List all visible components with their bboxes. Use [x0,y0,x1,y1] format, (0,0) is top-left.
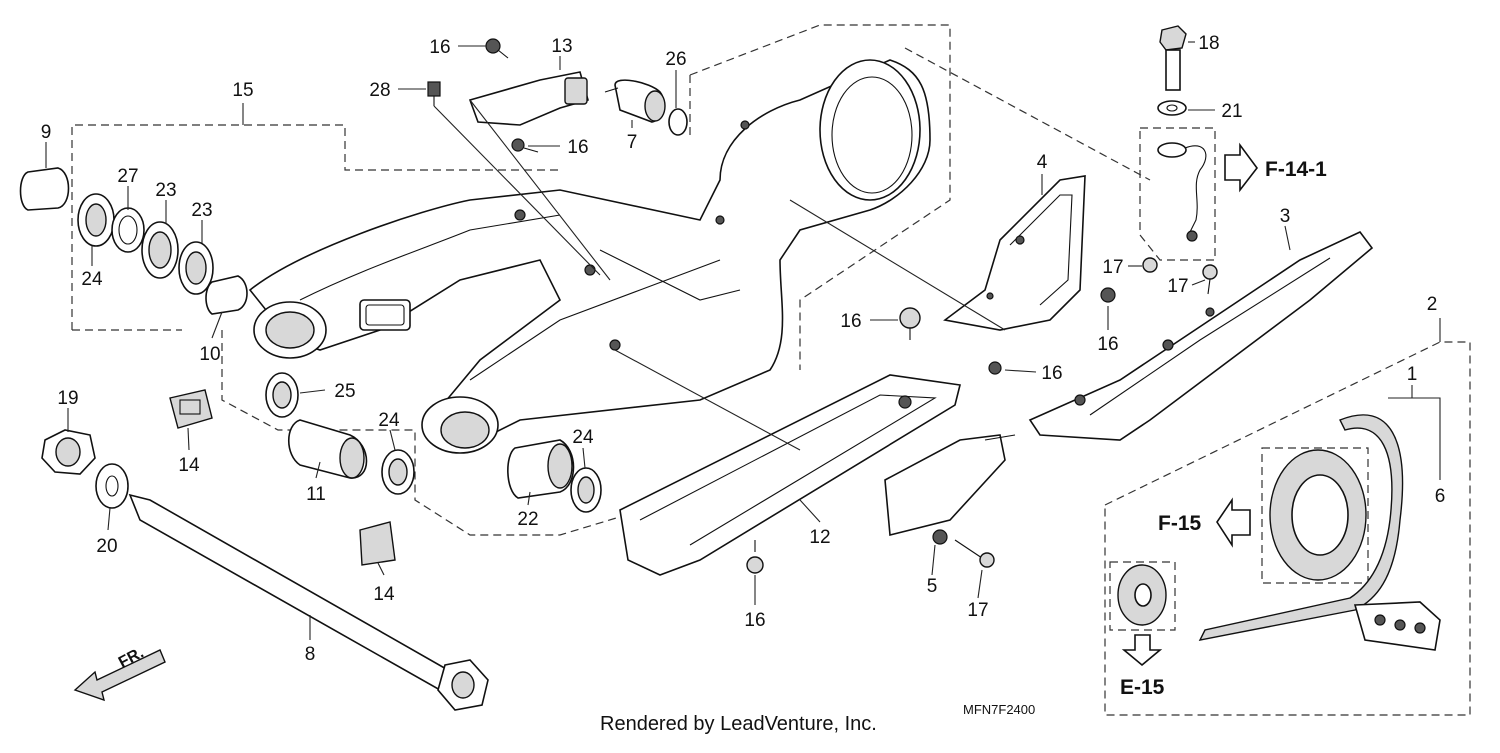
arrow-f15 [1216,497,1251,548]
arrow-f14-1 [1224,142,1259,193]
bolt-16-top [485,38,509,59]
callout-16-bracket: 16 [567,137,588,158]
callout-24-mid: 24 [378,410,400,431]
bolt-18 [1159,25,1187,91]
ref-f15: F-15 [1158,512,1202,535]
seal-24-mid [381,449,415,495]
callout-10: 10 [199,344,220,365]
callout-2: 2 [1427,294,1438,315]
guard-4 [943,175,1086,331]
group-15-bracket [71,103,560,331]
group-21-box [1139,127,1216,261]
chain-slider-12 [619,374,961,576]
diagram-code: MFN7F2400 [963,702,1035,717]
group-top-box [689,24,1151,370]
callout-8: 8 [305,644,316,665]
callout-17-top-right: 17 [1167,276,1188,297]
callout-16-lower-guard: 16 [1041,363,1062,384]
bolt-17-cover [954,539,995,568]
callout-24-left: 24 [81,269,103,290]
swingarm-body [248,59,931,454]
callout-labels: 1 2 3 4 5 6 7 8 9 10 11 12 13 14 14 15 1… [41,33,1446,665]
callout-24-right: 24 [572,427,594,448]
switch-7 [604,79,666,123]
front-sprocket [1117,564,1167,626]
washer-21 [1157,100,1187,116]
callout-23-left: 23 [155,180,176,201]
callout-22: 22 [517,509,538,530]
group-2-box [1104,318,1471,716]
ref-e15: E-15 [1120,676,1165,699]
group-seal-bracket [221,330,776,536]
callout-3: 3 [1280,206,1291,227]
callout-28: 28 [369,80,390,101]
callout-16-guard: 16 [1097,334,1118,355]
callout-14-lower: 14 [373,584,395,605]
bracket-13 [468,71,589,126]
callout-16-slider: 16 [840,311,861,332]
callout-12: 12 [809,527,830,548]
pivot-shaft-8 [128,493,489,711]
chain-case-3 [1028,231,1374,441]
callout-14-upper: 14 [178,455,200,476]
bolt-16-lower-guard [988,361,1002,375]
bearing-stack-left [19,167,248,315]
callout-11: 11 [306,484,326,505]
callout-19: 19 [57,388,78,409]
arrow-e15 [1121,634,1163,667]
o-ring-26 [668,108,688,136]
ref-f14-1: F-14-1 [1265,158,1327,181]
callout-15: 15 [232,80,253,101]
callout-25: 25 [334,381,355,402]
rear-sprocket [1269,449,1367,581]
cover-5 [884,434,1016,545]
callout-20: 20 [96,536,117,557]
callout-9: 9 [41,122,52,143]
callout-4: 4 [1037,152,1048,173]
bolt-16-bracket [511,138,539,153]
nut-19 [41,429,96,475]
callout-17-cover: 17 [967,600,988,621]
credit-text: Rendered by LeadVenture, Inc. [600,713,877,735]
callout-21: 21 [1221,101,1242,122]
bearing-22 [507,439,575,499]
callout-23-right: 23 [191,200,212,221]
callout-26: 26 [665,49,686,70]
bolts-17-top [1142,257,1218,295]
callout-5: 5 [927,576,938,597]
seal-24-right [570,467,602,513]
rubber-14-upper [169,389,213,429]
drive-chain-6 [1198,414,1404,641]
callout-18: 18 [1198,33,1219,54]
bolt-16-bottom [746,540,764,574]
callout-6: 6 [1435,486,1446,507]
chain-master-link [1353,601,1441,651]
washer-20 [95,463,129,509]
collar-11 [287,419,368,479]
callout-7: 7 [627,132,638,153]
bolt-16-guard [1100,287,1116,303]
callout-16-top: 16 [429,37,450,58]
sensor-cable [1157,142,1207,242]
seal-25 [265,372,299,418]
bolt-28 [427,81,441,106]
reference-labels: F-14-1 F-15 E-15 [1120,158,1327,699]
front-direction-arrow [73,649,166,702]
callout-27: 27 [117,166,138,187]
bolt-16-slider [899,307,921,340]
callout-1: 1 [1407,364,1418,385]
leader-lines [45,41,1291,640]
rubber-14-lower [359,521,396,566]
callout-16-bottom: 16 [744,610,765,631]
callout-17-top-left: 17 [1102,257,1123,278]
callout-13: 13 [551,36,572,57]
